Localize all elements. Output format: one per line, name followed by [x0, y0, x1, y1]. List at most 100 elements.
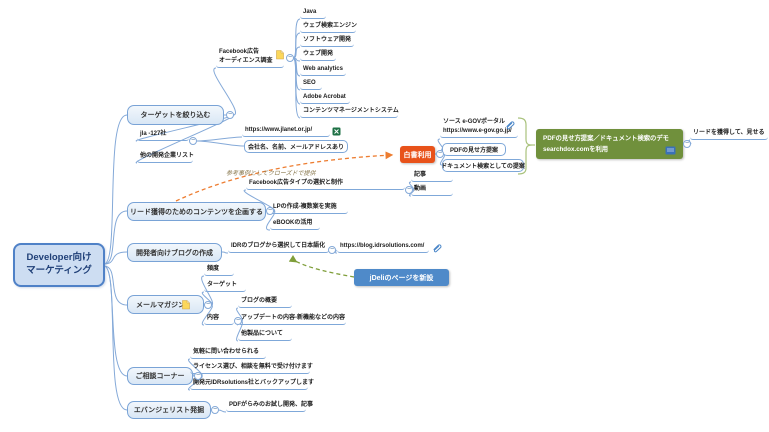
topic-lead-show[interactable]: リードを獲得して、見せる: [690, 129, 768, 140]
topic-consult-item[interactable]: 開発元IDRsolutions社とバックアップします: [190, 379, 314, 390]
topic-content-item[interactable]: 他製品について: [238, 330, 292, 341]
topic-consult-item[interactable]: ライセンス選び、相談を無料で受け付けます: [190, 363, 313, 374]
lead-show-label: リードを獲得して、見せる: [693, 130, 765, 137]
topic-fb-audience[interactable]: Facebook広告 オーディエンス調査: [216, 47, 284, 68]
root-line1: Developer向け: [26, 252, 92, 264]
topic-content-item[interactable]: ブログの概要: [238, 297, 292, 308]
egov-source-line1: ソース e-GOVポータル: [443, 119, 506, 125]
topic-fb-ad-type[interactable]: Facebook広告タイプの選択と制作: [246, 179, 405, 190]
summary-line2: searchdox.comを利用: [543, 146, 609, 153]
interest-label: Web analytics: [303, 66, 343, 73]
collapse-icon[interactable]: [405, 186, 413, 194]
topic-interest[interactable]: ソフトウェア開発: [300, 36, 354, 47]
collapse-icon[interactable]: [328, 246, 336, 254]
topic-doc-proposal[interactable]: ドキュメント検索としての提案: [441, 159, 525, 172]
topic-jla-note[interactable]: 会社名、名前、メールアドレスあり: [244, 140, 348, 153]
doc-proposal-label: ドキュメント検索としての提案: [441, 164, 525, 170]
branch-evangelist[interactable]: エバンジェリスト発掘: [127, 401, 211, 419]
branch-mailmag[interactable]: メールマガジン: [127, 295, 204, 314]
collapse-icon[interactable]: [189, 137, 197, 145]
ebook-label: eBOOKの活用: [273, 220, 313, 227]
topic-interest[interactable]: ウェブ検索エンジン: [300, 22, 358, 33]
branch-blog-label: 開発者向けブログの作成: [136, 249, 213, 257]
topic-egov-source[interactable]: ソース e-GOVポータル https://www.e-gov.go.jp/: [440, 117, 518, 138]
jla-url-label: https://www.jlanet.or.jp/: [245, 127, 313, 134]
topic-consult-item[interactable]: 気軽に問い合わせられる: [190, 348, 266, 359]
topic-content[interactable]: 内容: [204, 314, 234, 325]
interest-label: コンテンツマネージメントシステム: [303, 108, 399, 115]
collapse-icon[interactable]: [194, 372, 202, 380]
evangelist-item-label: PDFがらみのお試し開発、記事: [229, 402, 314, 409]
collapse-icon[interactable]: [204, 301, 212, 309]
node-jdeli-page[interactable]: jDeliのページを新設: [354, 269, 449, 286]
topic-interest[interactable]: Web analytics: [300, 65, 346, 76]
paperclip-icon[interactable]: [431, 242, 442, 253]
collapse-icon[interactable]: [226, 111, 234, 119]
branch-mailmag-label: メールマガジン: [136, 301, 185, 309]
collapse-icon[interactable]: [683, 140, 691, 148]
video-label: 動画: [414, 186, 427, 193]
interest-label: ソフトウェア開発: [303, 37, 352, 44]
card-attachment-icon[interactable]: [665, 146, 676, 155]
arrow-jdeli-to-idrblog: [288, 255, 355, 278]
content-label: 内容: [207, 315, 220, 322]
collapse-icon[interactable]: [286, 54, 294, 62]
collapse-icon[interactable]: [211, 406, 219, 414]
egov-source-line2: https://www.e-gov.go.jp/: [443, 128, 512, 134]
root-line2: マーケティング: [26, 265, 92, 276]
mail-target-label: ターゲット: [207, 282, 238, 289]
topic-jla[interactable]: jla -127社: [137, 130, 189, 141]
topic-ebook[interactable]: eBOOKの活用: [270, 219, 320, 230]
interest-label: ウェブ検索エンジン: [303, 23, 358, 30]
collapse-icon[interactable]: [436, 150, 444, 158]
paperclip-icon[interactable]: [504, 119, 515, 130]
branch-lead-label: リード獲得のためのコンテンツを企画する: [130, 208, 263, 216]
arrow-lead-to-whitepaper: [175, 151, 394, 202]
topic-lp[interactable]: LPの作成-複数案を実施: [270, 203, 348, 214]
topic-idr-blog-url[interactable]: https://blog.idrsolutions.com/: [337, 242, 429, 253]
topic-frequency[interactable]: 頻度: [204, 265, 234, 276]
collapse-icon[interactable]: [234, 317, 242, 325]
topic-video[interactable]: 動画: [411, 185, 453, 196]
topic-evangelist-item[interactable]: PDFがらみのお試し開発、記事: [226, 401, 313, 412]
node-whitepaper[interactable]: 白書利用: [400, 146, 435, 163]
note-icon[interactable]: [276, 50, 284, 60]
topic-mail-target[interactable]: ターゲット: [204, 281, 246, 292]
consult-item-label: 気軽に問い合わせられる: [193, 349, 260, 356]
topic-interest[interactable]: コンテンツマネージメントシステム: [300, 107, 399, 118]
branch-target-label: ターゲットを絞り込む: [140, 112, 211, 119]
topic-interest[interactable]: SEO: [300, 79, 322, 90]
frequency-label: 頻度: [207, 266, 220, 273]
root-topic[interactable]: Developer向け マーケティング: [13, 243, 105, 287]
excel-file-icon[interactable]: [332, 127, 341, 136]
topic-other-companies[interactable]: 他の開発企業リスト: [137, 152, 194, 163]
topic-interest[interactable]: Adobe Acrobat: [300, 93, 350, 104]
jla-note-label: 会社名、名前、メールアドレスあり: [247, 145, 344, 151]
summary-line1: PDFの見せ方提案／ドキュメント検索のデモ: [543, 135, 669, 142]
branch-lead[interactable]: リード獲得のためのコンテンツを企画する: [127, 202, 266, 221]
jla-label: jla -127社: [140, 131, 167, 138]
topic-article[interactable]: 記事: [411, 171, 453, 182]
content-item-label: アップデートの内容-新機能などの内容: [241, 315, 345, 322]
node-summary-demo[interactable]: PDFの見せ方提案／ドキュメント検索のデモ searchdox.comを利用: [536, 129, 683, 159]
fb-audience-line2: オーディエンス調査: [219, 58, 273, 64]
branch-blog[interactable]: 開発者向けブログの作成: [127, 243, 222, 262]
relationship-label: 参考事例としてクローズドで提供: [226, 171, 316, 177]
topic-pdf-proposal[interactable]: PDFの見せ方提案: [442, 143, 506, 156]
relationship-arrows: [175, 151, 394, 278]
topic-jla-url[interactable]: https://www.jlanet.or.jp/: [242, 126, 330, 137]
branch-consult[interactable]: ご相談コーナー: [127, 367, 193, 385]
topic-interest[interactable]: ウェブ開発: [300, 50, 336, 61]
branch-target[interactable]: ターゲットを絞り込む: [127, 105, 224, 125]
content-item-label: 他製品について: [241, 331, 283, 338]
topic-content-item[interactable]: アップデートの内容-新機能などの内容: [238, 314, 346, 325]
topic-interest[interactable]: Java: [300, 8, 326, 19]
interest-label: Java: [303, 9, 317, 16]
collapse-icon[interactable]: [266, 207, 274, 215]
fb-audience-line1: Facebook広告: [219, 49, 260, 55]
interest-label: SEO: [303, 80, 316, 87]
branch-evangelist-label: エバンジェリスト発掘: [133, 407, 205, 414]
note-icon[interactable]: [182, 300, 190, 310]
topic-idr-blog[interactable]: IDRのブログから選択して日本語化: [228, 242, 329, 253]
